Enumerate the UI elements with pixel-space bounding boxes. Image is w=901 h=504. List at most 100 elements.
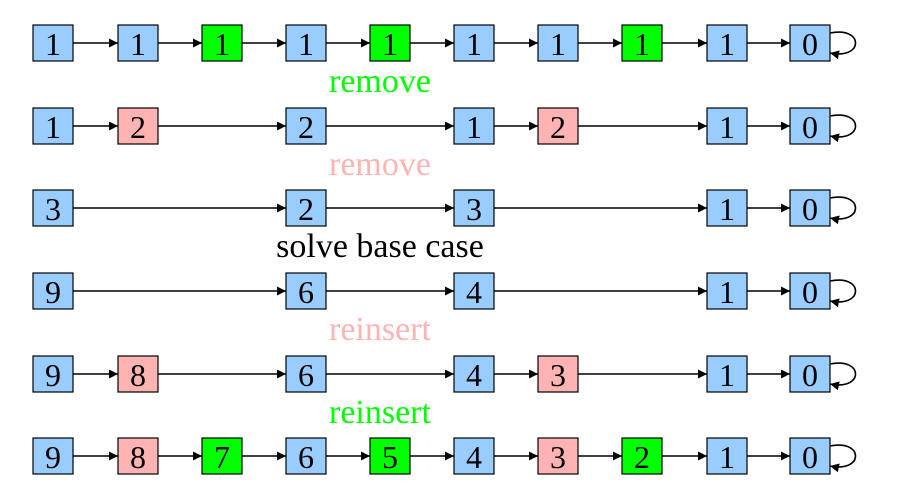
list-node-value: 1 — [719, 26, 735, 62]
list-node-value: 4 — [466, 274, 482, 310]
list-node-value: 9 — [45, 274, 61, 310]
list-node-box — [453, 437, 495, 475]
edges-layer — [73, 31, 857, 473]
list-node-box — [32, 189, 74, 227]
list-node: 1 — [201, 24, 243, 62]
step-label: solve base case — [276, 228, 484, 265]
list-node-box — [537, 107, 579, 145]
list-node: 6 — [285, 355, 327, 393]
list-node-box — [453, 24, 495, 62]
list-node-box — [32, 107, 74, 145]
list-node: 6 — [285, 272, 327, 310]
list-node-value: 3 — [45, 191, 61, 227]
list-node-value: 1 — [45, 26, 61, 62]
list-node-box — [789, 272, 831, 310]
list-node-value: 4 — [466, 357, 482, 393]
list-node: 3 — [32, 189, 74, 227]
list-node-value: 6 — [298, 357, 314, 393]
list-node-value: 0 — [802, 439, 818, 475]
list-node-box — [285, 437, 327, 475]
list-node-box — [285, 189, 327, 227]
step-label: remove — [329, 63, 431, 100]
list-node: 2 — [117, 107, 159, 145]
step-label: remove — [329, 146, 431, 183]
list-node-value: 2 — [550, 109, 566, 145]
step-label: reinsert — [329, 394, 432, 431]
list-node: 1 — [285, 24, 327, 62]
list-node: 1 — [706, 272, 748, 310]
list-node-box — [706, 24, 748, 62]
list-node-value: 1 — [466, 109, 482, 145]
list-node: 8 — [117, 437, 159, 475]
list-node: 1 — [706, 107, 748, 145]
list-node: 7 — [201, 437, 243, 475]
list-node-value: 3 — [550, 439, 566, 475]
list-node-value: 2 — [298, 191, 314, 227]
list-node-box — [789, 107, 831, 145]
list-node-box — [32, 272, 74, 310]
self-loop-arrow — [829, 279, 857, 308]
list-node-box — [285, 272, 327, 310]
self-loop-arrow — [829, 114, 857, 143]
list-node: 5 — [369, 437, 411, 475]
list-node-box — [621, 24, 663, 62]
list-node-value: 1 — [719, 191, 735, 227]
list-node-box — [453, 189, 495, 227]
list-node: 0 — [789, 355, 831, 393]
list-node-value: 1 — [45, 109, 61, 145]
list-node-value: 4 — [466, 439, 482, 475]
list-node-box — [285, 107, 327, 145]
list-node: 3 — [537, 355, 579, 393]
list-node: 9 — [32, 437, 74, 475]
list-node-box — [789, 24, 831, 62]
list-node: 3 — [453, 189, 495, 227]
list-node: 1 — [621, 24, 663, 62]
self-loop-arrow — [829, 196, 857, 225]
list-node: 6 — [285, 437, 327, 475]
list-node: 2 — [285, 189, 327, 227]
list-node: 1 — [706, 355, 748, 393]
list-node: 1 — [453, 107, 495, 145]
list-node: 0 — [789, 107, 831, 145]
list-node-value: 6 — [298, 274, 314, 310]
list-node-box — [369, 437, 411, 475]
list-node-box — [706, 355, 748, 393]
list-node-value: 0 — [802, 274, 818, 310]
list-node-box — [706, 189, 748, 227]
list-node-box — [117, 24, 159, 62]
list-node: 2 — [285, 107, 327, 145]
list-node: 2 — [537, 107, 579, 145]
self-loop-arrow — [829, 444, 857, 473]
list-node-value: 1 — [550, 26, 566, 62]
list-node-box — [453, 272, 495, 310]
list-node-value: 2 — [130, 109, 146, 145]
list-node-value: 3 — [550, 357, 566, 393]
list-node: 1 — [706, 189, 748, 227]
list-node-value: 0 — [802, 357, 818, 393]
list-node: 1 — [706, 437, 748, 475]
list-node-value: 1 — [298, 26, 314, 62]
list-node-value: 6 — [298, 439, 314, 475]
self-loop-arrow — [829, 31, 857, 60]
list-node-value: 0 — [802, 26, 818, 62]
list-node: 1 — [453, 24, 495, 62]
list-node-value: 1 — [719, 439, 735, 475]
list-node-value: 7 — [214, 439, 230, 475]
list-node-value: 1 — [719, 357, 735, 393]
list-node-box — [789, 189, 831, 227]
list-node-value: 1 — [130, 26, 146, 62]
list-node-box — [117, 355, 159, 393]
list-node-box — [453, 355, 495, 393]
list-node: 0 — [789, 24, 831, 62]
list-node-box — [706, 107, 748, 145]
list-node-box — [201, 24, 243, 62]
list-node-box — [537, 437, 579, 475]
list-node: 3 — [537, 437, 579, 475]
list-node: 1 — [706, 24, 748, 62]
list-node-box — [32, 355, 74, 393]
list-node-value: 1 — [719, 109, 735, 145]
list-node: 1 — [369, 24, 411, 62]
list-node: 8 — [117, 355, 159, 393]
list-node-box — [201, 437, 243, 475]
